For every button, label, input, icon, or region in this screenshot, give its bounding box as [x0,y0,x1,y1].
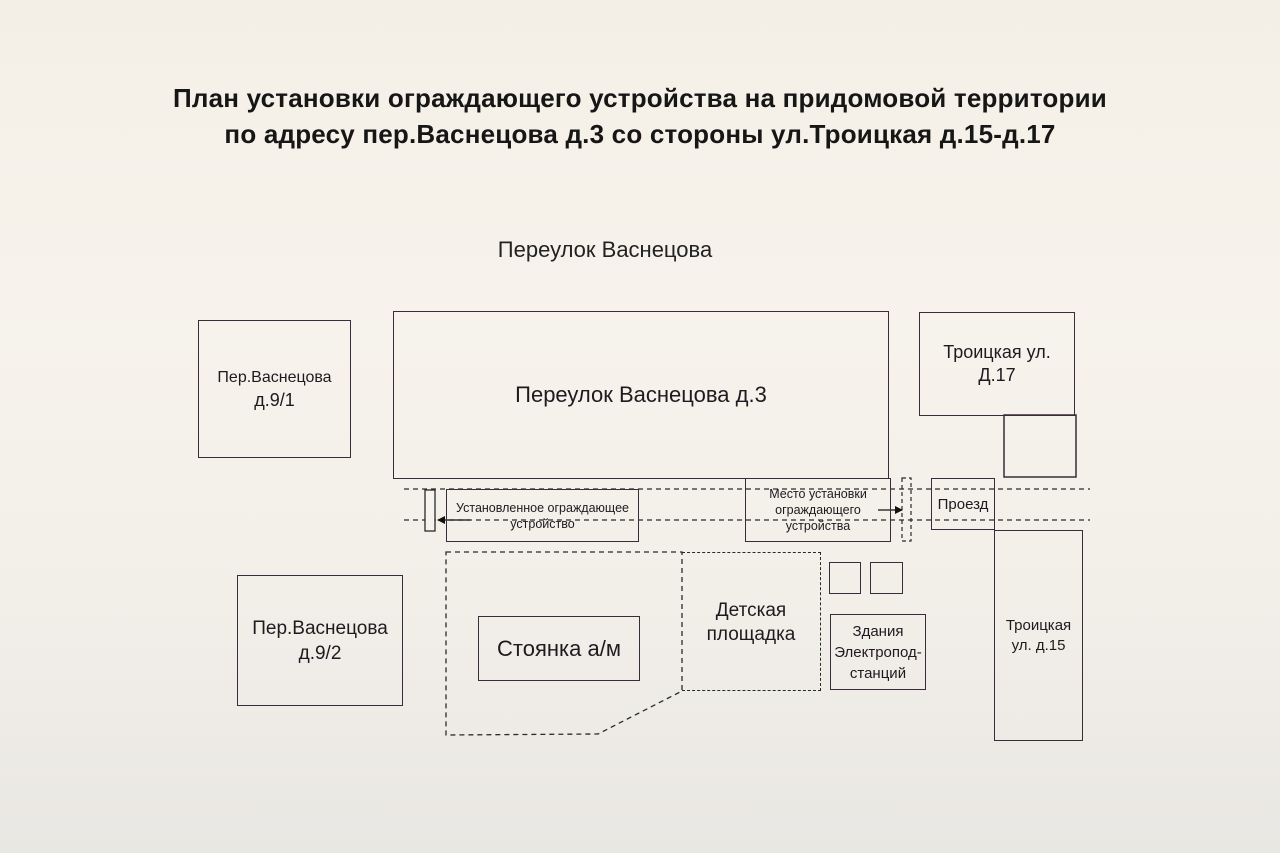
passage-area: Проезд [931,478,995,530]
building-troitskaya-17: Троицкая ул. Д.17 [919,312,1075,416]
building-troitskaya-15: Троицкая ул. д.15 [994,530,1083,741]
building-vasnetsova-9-2-line2: д.9/2 [298,642,342,664]
substation-building: Здания Электропод- станций [830,614,926,690]
playground-line1: Детская [715,600,787,621]
building-vasnetsova-3: Переулок Васнецова д.3 [393,311,889,479]
title-line-1: План установки ограждающего устройства н… [173,83,1107,113]
install-place-line3: устройства [785,519,851,533]
street-label: Переулок Васнецова [497,237,713,262]
planned-gate-mark [901,477,912,542]
building-troitskaya-17-line1: Троицкая ул. [943,342,1051,362]
substation-line2: Электропод- [834,643,922,661]
parking-label: Стоянка а/м [497,635,621,661]
building-vasnetsova-9-2: Пер.Васнецова д.9/2 [237,575,403,706]
installed-device-line2: устройство [510,516,575,531]
small-structure-1 [829,562,861,594]
substation-line1: Здания [852,622,904,640]
parking-area-outline [445,551,683,736]
building-vasnetsova-9-1-line1: Пер.Васнецова [217,369,332,386]
playground-line2: площадка [706,624,796,645]
installed-gate-mark [424,489,436,532]
substation-line3: станций [849,664,907,682]
small-structure-2 [870,562,903,594]
parking-label-box: Стоянка а/м [478,616,640,681]
building-vasnetsova-9-2-line1: Пер.Васнецова [252,617,388,639]
building-vasnetsova-9-1-line2: д.9/1 [254,390,295,410]
building-troitskaya-17-line2: Д.17 [978,365,1016,385]
building-vasnetsova-9-1: Пер.Васнецова д.9/1 [198,320,351,458]
playground-area: Детская площадка [682,552,821,691]
install-place-line2: ограждающего [775,503,861,517]
diagram-title: План установки ограждающего устройства н… [60,80,1220,152]
title-line-2: по адресу пер.Васнецова д.3 со стороны у… [224,119,1056,149]
troitskaya-17-annex [1003,414,1077,478]
install-place-area: Место установки ограждающего устройства [745,478,891,542]
installed-device-line1: Установленное ограждающее [456,500,629,515]
install-place-line1: Место установки [769,487,867,501]
passage-label: Проезд [937,495,989,513]
building-vasnetsova-3-label: Переулок Васнецова д.3 [515,382,767,407]
building-troitskaya-15-line2: ул. д.15 [1011,636,1066,654]
building-troitskaya-15-line1: Троицкая [1005,616,1072,634]
installed-device-area: Установленное ограждающее устройство [446,489,639,542]
